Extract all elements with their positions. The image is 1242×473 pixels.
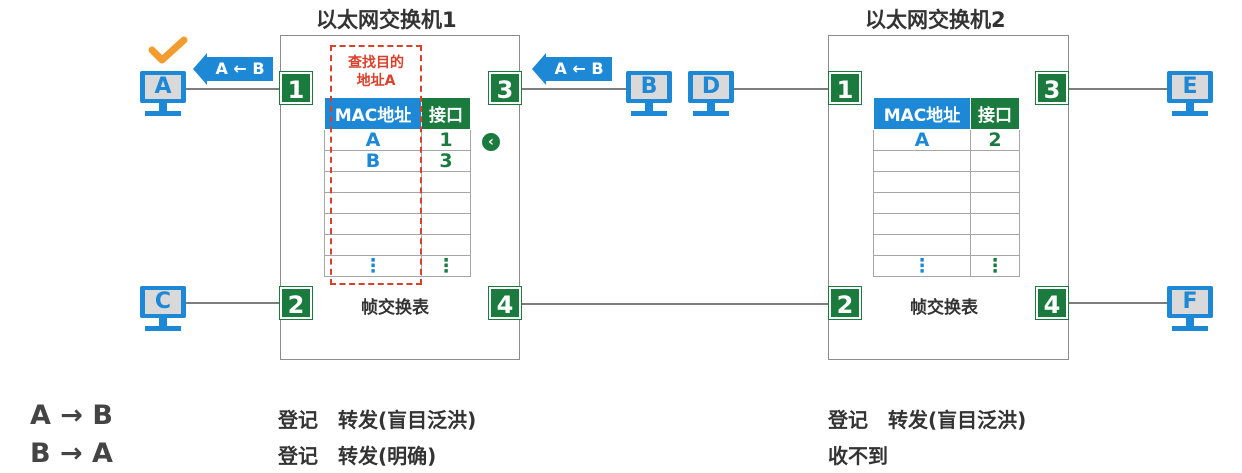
- host-f-label: F: [1172, 290, 1208, 314]
- host-e-computer-icon[interactable]: E: [1167, 71, 1213, 121]
- arrow-left-icon: [193, 53, 207, 85]
- frame-from-host-b-label: A ← B: [554, 59, 604, 78]
- link-sw2p4-f: [1069, 302, 1167, 304]
- frame-from-host-b: A ← B: [532, 53, 612, 85]
- switch2-port-1[interactable]: 1: [828, 71, 862, 105]
- switch2-port-4[interactable]: 4: [1035, 286, 1069, 320]
- switch2-port-3[interactable]: 3: [1035, 71, 1069, 105]
- switch2-result-a-to-b: 登记 转发(盲目泛洪): [828, 408, 1027, 432]
- port-header: 接口: [970, 97, 1020, 130]
- table-row: [873, 171, 1020, 193]
- mac-cell: A: [873, 129, 971, 151]
- host-b-label: B: [631, 75, 667, 99]
- switch2-table-label: 帧交换表: [910, 298, 978, 318]
- switch1-table-label: 帧交换表: [361, 298, 429, 318]
- lookup-label-line1: 查找目的: [348, 55, 404, 71]
- host-a-label: A: [145, 75, 181, 99]
- table-row: ⋮ ⋮: [324, 255, 471, 277]
- arrow-left-icon: [532, 53, 546, 85]
- switch2-frame-table: MAC地址 接口 A 2 ⋮ ⋮: [873, 97, 1020, 277]
- host-d-computer-icon[interactable]: D: [688, 71, 734, 121]
- port-cell: 2: [970, 129, 1020, 151]
- ellipsis-cell: ⋮: [970, 255, 1020, 277]
- port-header: 接口: [421, 97, 471, 130]
- port-cell: 1: [421, 129, 471, 151]
- host-d-label: D: [693, 75, 729, 99]
- switch1-result-b-to-a: 登记 转发(明确): [278, 444, 437, 468]
- host-e-label: E: [1172, 75, 1208, 99]
- host-b-computer-icon[interactable]: B: [626, 71, 672, 121]
- table-row: ⋮ ⋮: [873, 255, 1020, 277]
- host-a-computer-icon[interactable]: A: [140, 71, 186, 121]
- lookup-label-line2: 地址A: [356, 73, 396, 89]
- mac-header: MAC地址: [873, 97, 971, 130]
- left-chevron-icon: ‹: [482, 133, 500, 151]
- switch1-title: 以太网交换机1: [316, 8, 457, 32]
- switch2-result-b-to-a: 收不到: [828, 444, 888, 468]
- table-row: A 2: [873, 129, 1020, 151]
- table-row: [324, 171, 471, 193]
- ellipsis-cell: ⋮: [324, 255, 422, 277]
- table-row: [873, 213, 1020, 235]
- link-a-sw1p1: [180, 88, 280, 90]
- ellipsis-cell: ⋮: [873, 255, 971, 277]
- table-row: [873, 150, 1020, 172]
- link-sw2p3-e: [1069, 88, 1167, 90]
- lookup-label: 查找目的 地址A: [330, 54, 422, 90]
- table-row: [873, 192, 1020, 214]
- table-row: B 3: [324, 150, 471, 172]
- table-row: A 1: [324, 129, 471, 151]
- flow-label-a-to-b: A → B: [30, 400, 113, 431]
- checkmark-icon: [148, 36, 188, 64]
- frame-to-host-a-label: A ← B: [215, 59, 265, 78]
- frame-to-host-a: A ← B: [193, 53, 273, 85]
- link-d-sw2p1: [734, 88, 828, 90]
- port-cell: 3: [421, 150, 471, 172]
- switch1-result-a-to-b: 登记 转发(盲目泛洪): [278, 408, 477, 432]
- ellipsis-cell: ⋮: [421, 255, 471, 277]
- lookup-highlight-box: [330, 45, 422, 285]
- switch1-port-1[interactable]: 1: [279, 71, 313, 105]
- switch1-port-3[interactable]: 3: [488, 71, 522, 105]
- link-sw1p3-b: [520, 88, 626, 90]
- host-f-computer-icon[interactable]: F: [1167, 286, 1213, 336]
- host-c-label: C: [145, 290, 181, 314]
- switch1-frame-table: MAC地址 接口 A 1 B 3 ⋮ ⋮: [324, 97, 471, 277]
- host-c-computer-icon[interactable]: C: [140, 286, 186, 336]
- link-c-sw1p2: [180, 302, 280, 304]
- switch1-port-4[interactable]: 4: [488, 286, 522, 320]
- flow-label-b-to-a: B → A: [30, 438, 113, 469]
- switch1-port-2[interactable]: 2: [279, 286, 313, 320]
- switch2-title: 以太网交换机2: [865, 8, 1006, 32]
- switch2-port-2[interactable]: 2: [828, 286, 862, 320]
- link-sw1p4-sw2p2: [520, 303, 828, 305]
- table-row: [873, 234, 1020, 256]
